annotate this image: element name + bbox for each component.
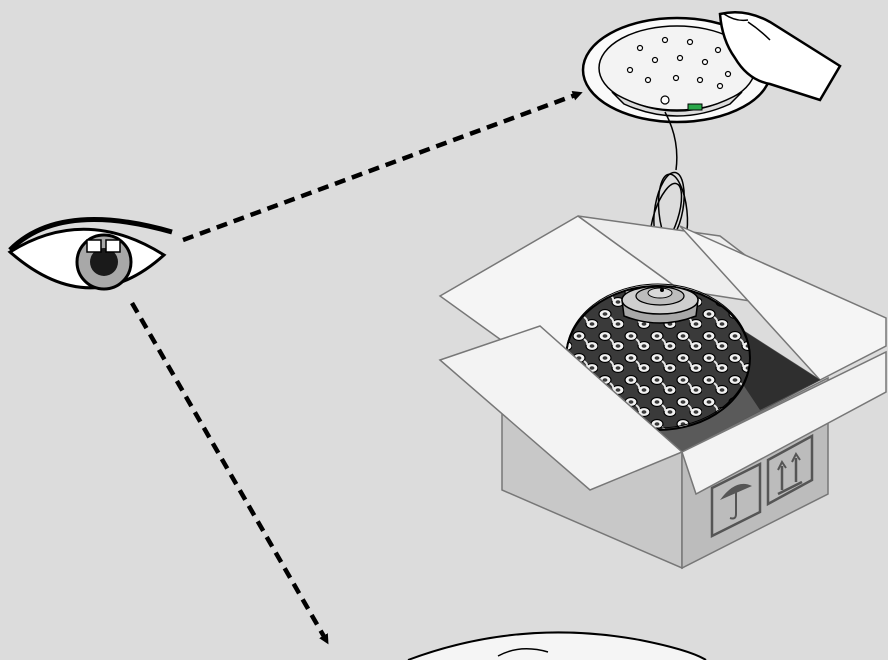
eye-icon [10,220,172,289]
dashed-arrow-down [132,303,326,640]
dashed-arrow-to-canopy [183,94,578,240]
lower-object-partial [408,632,706,660]
